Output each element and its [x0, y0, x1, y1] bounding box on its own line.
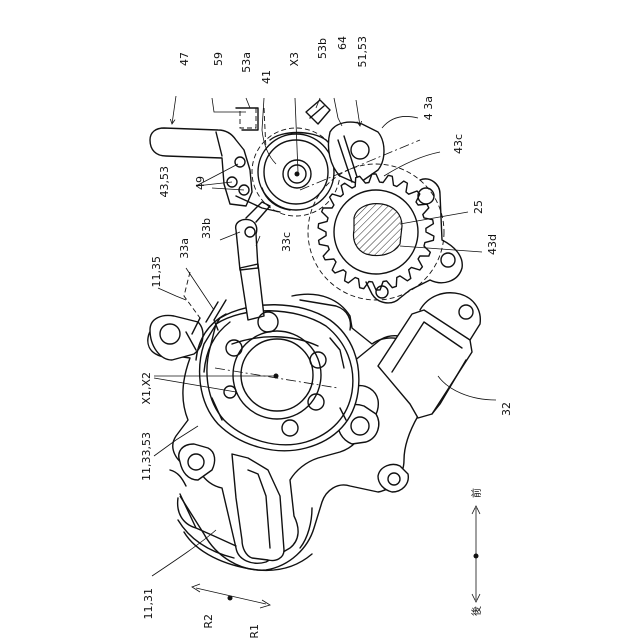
label-43c: 43c: [452, 134, 465, 154]
bracket-53a: [236, 108, 258, 130]
label-43d: 43d: [486, 234, 499, 255]
front-rear-arrow: [472, 506, 480, 602]
label-r1: R1: [248, 624, 261, 639]
label-49: 49: [194, 176, 207, 190]
label-51-53: 51,53: [356, 36, 369, 68]
label-43-53: 43,53: [158, 166, 171, 198]
label-64: 64: [336, 36, 349, 50]
label-53a: 53a: [240, 52, 253, 73]
shaft-25: [354, 204, 403, 256]
main-rotor: [186, 300, 359, 451]
label-43a: 4 3a: [422, 96, 435, 120]
label-32: 32: [500, 402, 513, 416]
label-x1-x2: X1,X2: [140, 372, 153, 405]
label-47: 47: [178, 52, 191, 66]
label-rear: 後: [470, 606, 483, 616]
label-41: 41: [260, 70, 273, 84]
label-11-31: 11,31: [142, 588, 155, 620]
label-33c: 33c: [280, 232, 293, 252]
label-25: 25: [472, 200, 485, 214]
label-r2: R2: [202, 614, 215, 629]
label-59: 59: [212, 52, 225, 66]
label-11-33-53: 11,33,53: [140, 432, 153, 481]
label-11-35: 11,35: [150, 256, 163, 288]
pulley-41: [236, 128, 340, 216]
label-x3: X3: [288, 52, 301, 67]
label-53b: 53b: [316, 38, 329, 59]
mount-lug-upper: [150, 316, 203, 360]
rotation-arrow-r1-r2: [192, 584, 270, 608]
label-33b: 33b: [200, 218, 213, 239]
label-front: 前: [470, 488, 483, 498]
label-33a: 33a: [178, 238, 191, 259]
